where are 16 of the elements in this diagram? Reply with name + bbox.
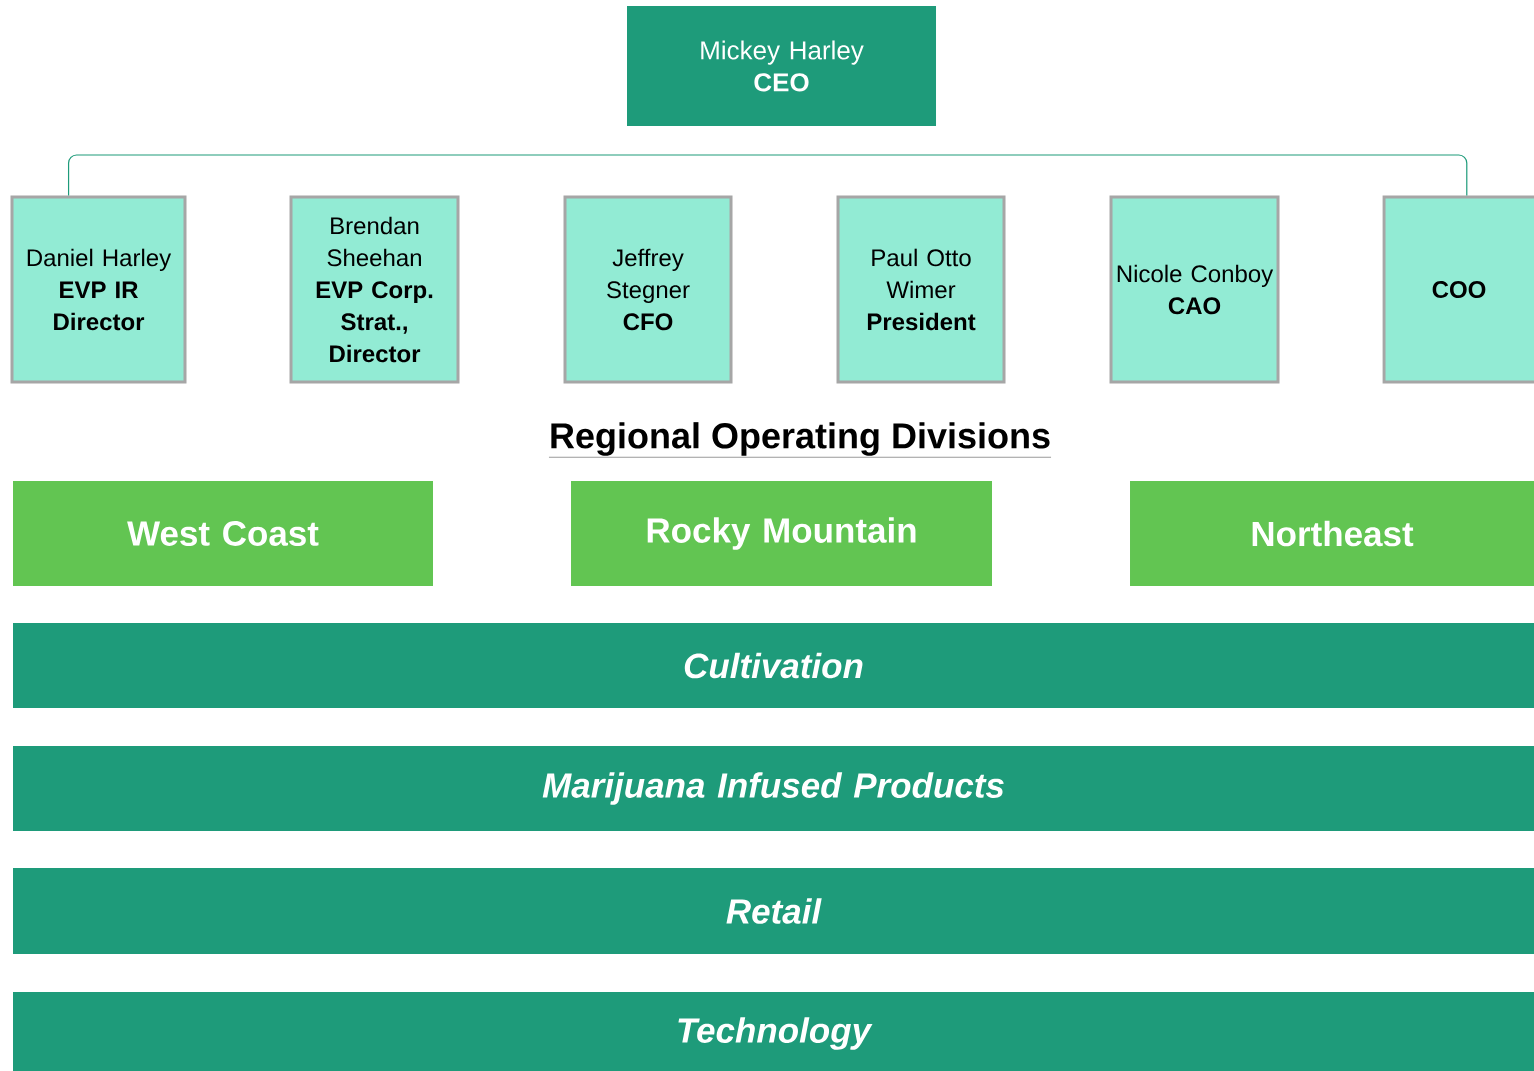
region-box: West Coast	[13, 481, 433, 586]
person-box: Nicole Conboy CAO	[1109, 195, 1280, 384]
region-box: Rocky Mountain	[571, 481, 992, 586]
person-box: Paul Otto Wimer President	[836, 195, 1006, 384]
division-band: Technology	[13, 992, 1534, 1071]
section-heading: Regional Operating Divisions	[548, 422, 1052, 458]
title-box: Mickey Harley CEO	[627, 6, 936, 126]
region-box: Northeast	[1130, 481, 1534, 586]
person-box: Jeffrey Stegner CFO	[563, 195, 733, 384]
division-band: Retail	[13, 868, 1534, 954]
division-band: Marijuana Infused Products	[13, 746, 1534, 831]
connector	[68, 154, 1468, 197]
person-box: COO	[1382, 195, 1534, 384]
person-box: Brendan Sheehan EVP Corp. Strat., Director	[289, 195, 460, 384]
person-box: Daniel Harley EVP IR Director	[10, 195, 187, 384]
division-band: Cultivation	[13, 623, 1534, 708]
